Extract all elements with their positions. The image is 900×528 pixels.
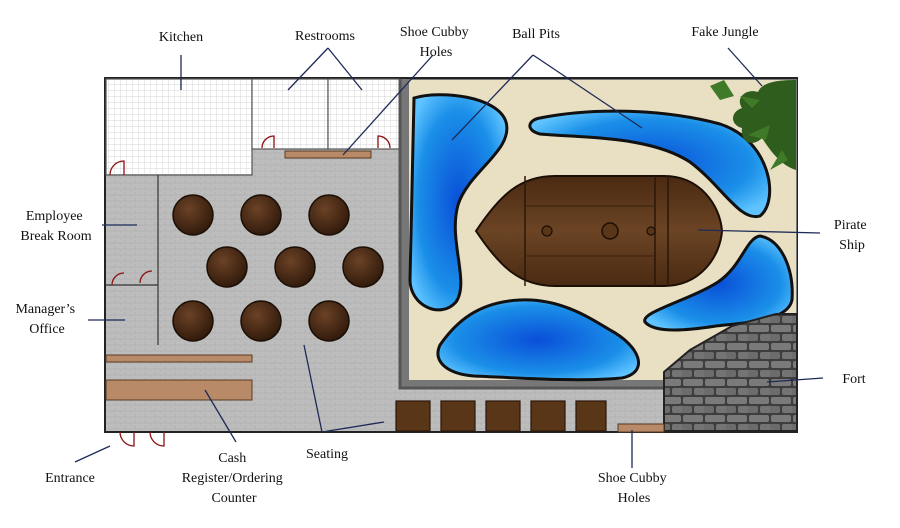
pirate-ship	[474, 175, 724, 287]
label-restrooms: Restrooms	[295, 29, 355, 44]
label-seating: Seating	[306, 447, 348, 462]
label-shoe-cubby-bottom: Shoe Cubby Holes	[598, 471, 670, 506]
cubby	[575, 400, 607, 432]
ship-mast	[541, 225, 553, 237]
table	[308, 300, 350, 342]
ball-pits	[408, 93, 794, 382]
back-counter	[105, 354, 253, 363]
cubby	[530, 400, 566, 432]
cubby	[485, 400, 521, 432]
shoe-cubby-top	[284, 150, 372, 159]
label-entrance: Entrance	[45, 471, 95, 486]
table	[172, 194, 214, 236]
fake-jungle	[710, 80, 796, 170]
table	[308, 194, 350, 236]
break-room-door	[111, 272, 125, 286]
ball-pit-top-right	[528, 109, 772, 219]
label-fake-jungle: Fake Jungle	[691, 25, 758, 40]
fort	[663, 313, 798, 432]
ship-hull	[474, 175, 724, 287]
ball-pit-right	[643, 234, 794, 332]
table	[206, 246, 248, 288]
restroom-right	[327, 78, 401, 150]
restroom-left	[251, 78, 329, 150]
label-cash-register: Cash Register/Ordering Counter	[182, 451, 287, 506]
label-ball-pits: Ball Pits	[512, 27, 560, 42]
kitchen-door	[109, 160, 125, 176]
table	[240, 300, 282, 342]
seating-tables	[172, 194, 384, 342]
play-area-inner-wall	[398, 79, 664, 390]
table	[172, 300, 214, 342]
table	[342, 246, 384, 288]
label-managers-office: Manager’s Office	[15, 302, 78, 337]
entrance-door-1	[119, 431, 135, 447]
labels: Kitchen Restrooms Shoe Cubby Holes Ball …	[15, 25, 870, 506]
label-shoe-cubby-top: Shoe Cubby Holes	[400, 25, 472, 60]
label-pirate-ship: Pirate Ship	[834, 218, 870, 253]
entrance-door-2	[149, 431, 165, 447]
shoe-cubby-bottom	[395, 400, 607, 432]
label-kitchen: Kitchen	[159, 30, 203, 45]
restroom-door-right	[377, 135, 391, 149]
table	[240, 194, 282, 236]
cash-register-counter	[105, 379, 253, 401]
label-fort: Fort	[842, 372, 865, 387]
ball-pit-bottom	[436, 298, 640, 382]
shoe-cubby-bench	[617, 423, 665, 433]
restroom-door-left	[261, 135, 275, 149]
office-door	[139, 270, 153, 284]
ship-mast	[646, 226, 656, 236]
cubby	[440, 400, 476, 432]
table	[274, 246, 316, 288]
ship-mast	[601, 222, 619, 240]
label-employee-break-room: Employee Break Room	[20, 209, 91, 244]
leader-lines	[74, 47, 824, 468]
cubby	[395, 400, 431, 432]
kitchen-room	[105, 78, 253, 176]
